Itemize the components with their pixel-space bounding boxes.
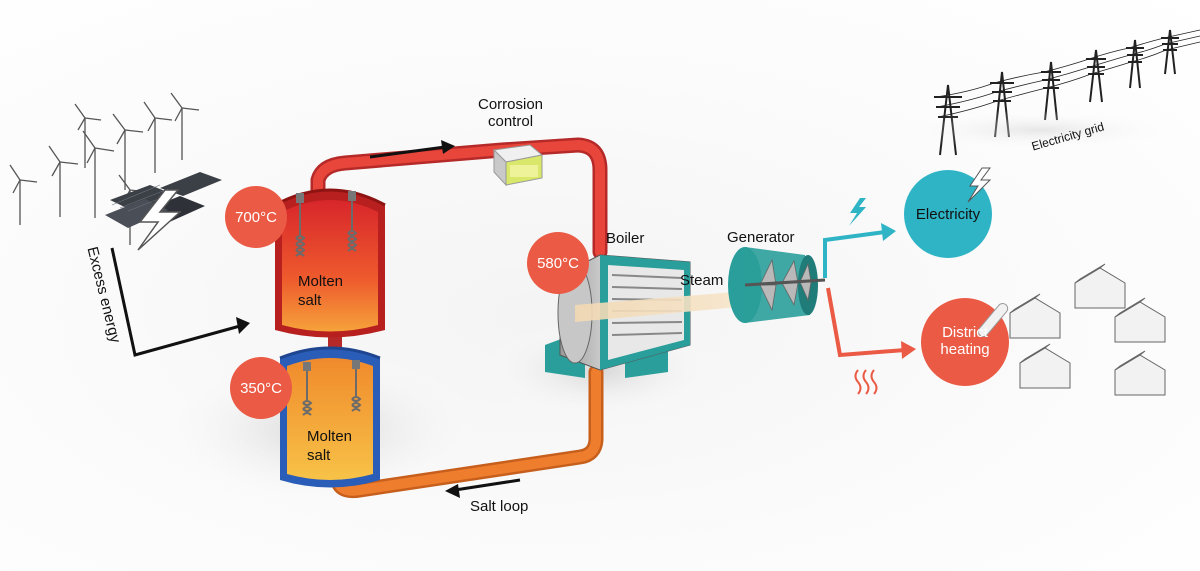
lightning-icon (967, 167, 992, 203)
cold-salt-tank (279, 346, 381, 488)
generator-unit (728, 247, 826, 323)
corrosion-control-label: Corrosion control (478, 96, 544, 130)
floor-shadow (900, 110, 1180, 150)
arrow-head (441, 140, 455, 154)
salt-loop-label: Salt loop (470, 498, 529, 515)
electricity-label: Electricity (915, 206, 981, 223)
arrow-head (881, 223, 896, 241)
heat-waves-icon (854, 369, 878, 395)
corrosion-control-unit (492, 144, 544, 187)
heating-arrow (826, 287, 906, 358)
electricity-arrow (823, 230, 886, 278)
power-pylon-icon (934, 29, 1200, 156)
excess-energy-arrow (110, 247, 241, 357)
district-heating-label: District heating (940, 324, 990, 358)
arrow-head (445, 484, 460, 498)
arrow-head (901, 341, 916, 359)
electricity-circle (904, 170, 992, 258)
hot-temp-badge: 700°C (225, 186, 287, 248)
cold-temp-badge: 350°C (230, 357, 292, 419)
generator-label: Generator (727, 229, 795, 246)
flow-arrow-bottom (454, 478, 521, 492)
hot-tank-label: Molten salt (298, 273, 344, 309)
boiler-label: Boiler (606, 230, 645, 247)
hot-salt-tank (274, 188, 386, 338)
steam-flow (575, 290, 760, 322)
boiler-temp-badge: 580°C (527, 232, 589, 294)
flow-arrow-top (369, 145, 446, 159)
arrow-head (236, 317, 250, 334)
wind-turbine-icon (9, 92, 200, 245)
lightning-icon (849, 198, 866, 226)
lightning-icon (137, 189, 182, 251)
steam-label: Steam (680, 272, 724, 289)
cold-tank-label: Molten salt (307, 428, 353, 464)
cold-temp-value: 350°C (240, 379, 282, 397)
house-icon (1009, 263, 1166, 396)
thermometer-icon (977, 303, 1009, 337)
boiler-temp-value: 580°C (537, 254, 579, 272)
hot-temp-value: 700°C (235, 208, 277, 226)
